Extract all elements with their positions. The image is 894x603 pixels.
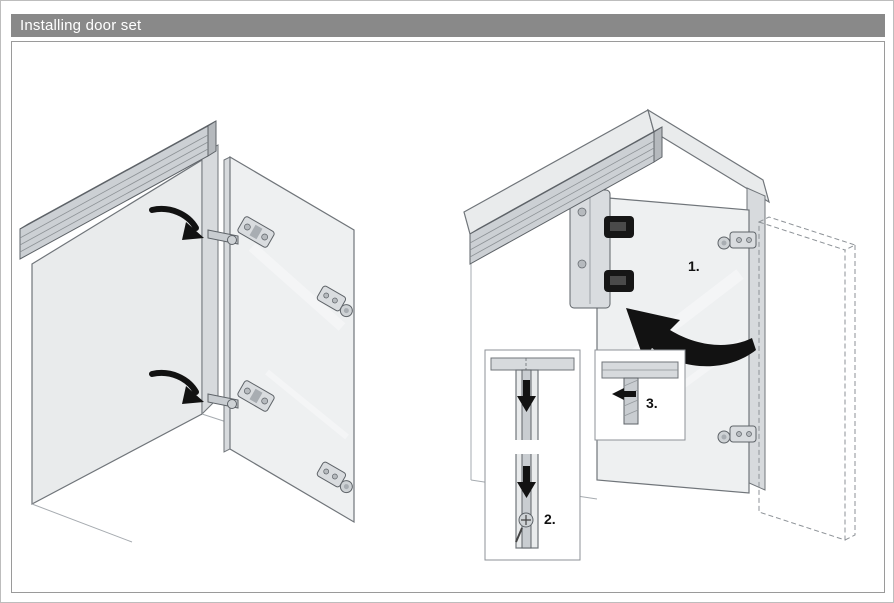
- fixing-screw-icon: [515, 512, 534, 543]
- figure-door-hanging: [463, 108, 857, 561]
- insert-arrow-upper-icon: [517, 380, 536, 412]
- cabinet-top-right-band: [647, 108, 770, 204]
- top-rail: [19, 120, 217, 260]
- hinge-arm-top: [207, 229, 239, 245]
- inset-detail-step-3: [594, 349, 686, 441]
- figure-hinge-attachment: [19, 120, 358, 543]
- step-label-1: 1.: [688, 258, 700, 274]
- clamp-clip-top-icon: [604, 216, 634, 238]
- attach-arrow-top-icon: [149, 206, 204, 240]
- hook-arrow-icon: [612, 388, 636, 400]
- hinge-arm-bottom: [207, 393, 239, 409]
- inset-detail-step-2: [484, 349, 581, 561]
- cabinet-front-post: [201, 144, 219, 416]
- top-rail-right-figure: [469, 126, 663, 265]
- clamp-clip-bottom-icon: [604, 270, 634, 292]
- instruction-diagram: [19, 108, 857, 561]
- page-title: Installing door set: [20, 17, 142, 34]
- suspension-bracket: [569, 189, 634, 309]
- diagram-panel: 1. 2. 3.: [11, 41, 885, 593]
- insert-arrow-lower-icon: [517, 466, 536, 498]
- step-label-2: 2.: [544, 511, 556, 527]
- header-bar: Installing door set: [11, 14, 885, 37]
- attach-arrow-bottom-icon: [149, 370, 204, 404]
- door-panel-left-figure: [223, 155, 355, 524]
- door-closed-position-ghost: [758, 216, 857, 541]
- step-label-3: 3.: [646, 395, 658, 411]
